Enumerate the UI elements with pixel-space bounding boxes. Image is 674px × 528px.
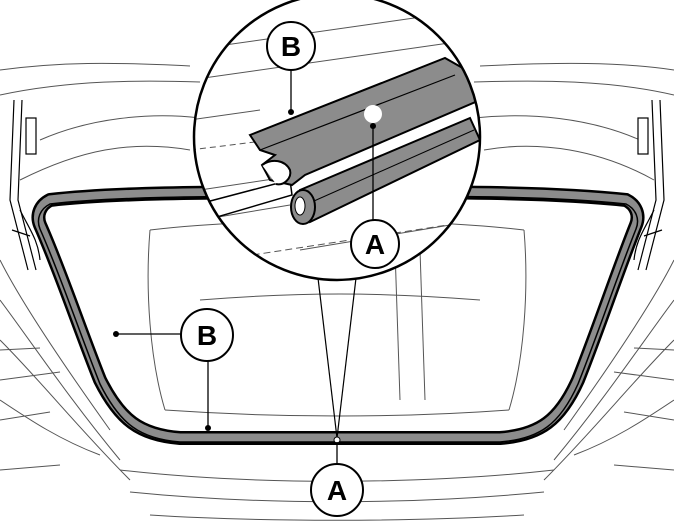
callout-inset-bottom: A bbox=[350, 219, 400, 269]
detail-inset bbox=[192, 0, 482, 282]
leader-lines bbox=[116, 68, 374, 466]
callout-inset-top-label: B bbox=[281, 31, 301, 62]
left-hinge-strut bbox=[9, 99, 41, 271]
inset-leader-cone bbox=[317, 277, 357, 439]
callout-left: B bbox=[180, 308, 234, 362]
callout-inset-top: B bbox=[266, 21, 316, 71]
callout-inset-bottom-label: A bbox=[365, 229, 385, 260]
callout-left-label: B bbox=[197, 320, 217, 351]
right-hinge-strut bbox=[633, 99, 665, 271]
leader-dots bbox=[113, 109, 376, 431]
callout-bottom-label: A bbox=[327, 475, 347, 506]
callout-bottom: A bbox=[310, 463, 364, 517]
